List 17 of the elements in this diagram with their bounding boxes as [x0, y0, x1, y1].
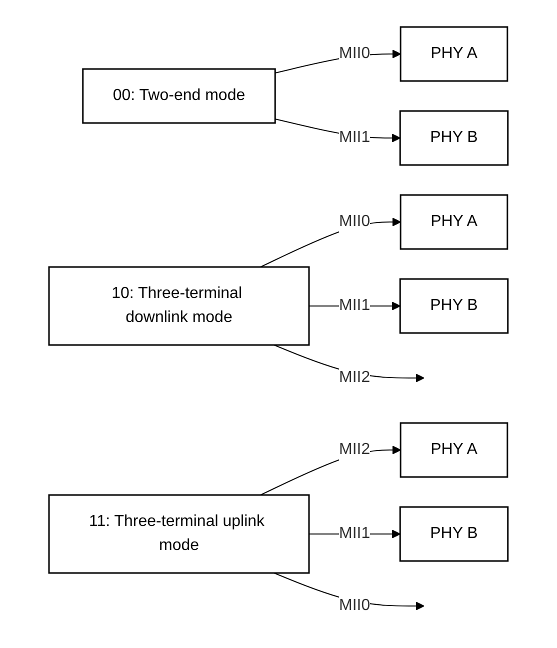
- node-box: PHY B: [399, 278, 509, 334]
- node-box: 10: Three-terminal downlink mode: [48, 266, 310, 346]
- node-box: PHY A: [400, 422, 508, 478]
- node-box: 11: Three-terminal uplink mode: [48, 494, 310, 574]
- edge-label: MII2: [339, 369, 370, 386]
- edge-label: MII0: [339, 597, 370, 614]
- edge-label: MII1: [339, 297, 370, 314]
- node-box: 00: Two-end mode: [82, 68, 276, 124]
- node-box: PHY A: [400, 194, 508, 250]
- edge-label: MII1: [339, 525, 370, 542]
- edge-label: MII2: [339, 441, 370, 458]
- edge-label: MII1: [339, 129, 370, 146]
- edge-label: MII0: [339, 213, 370, 230]
- node-box: PHY B: [399, 110, 509, 166]
- node-box: PHY A: [400, 26, 508, 82]
- node-box: PHY B: [399, 506, 509, 562]
- edge-label: MII0: [339, 45, 370, 62]
